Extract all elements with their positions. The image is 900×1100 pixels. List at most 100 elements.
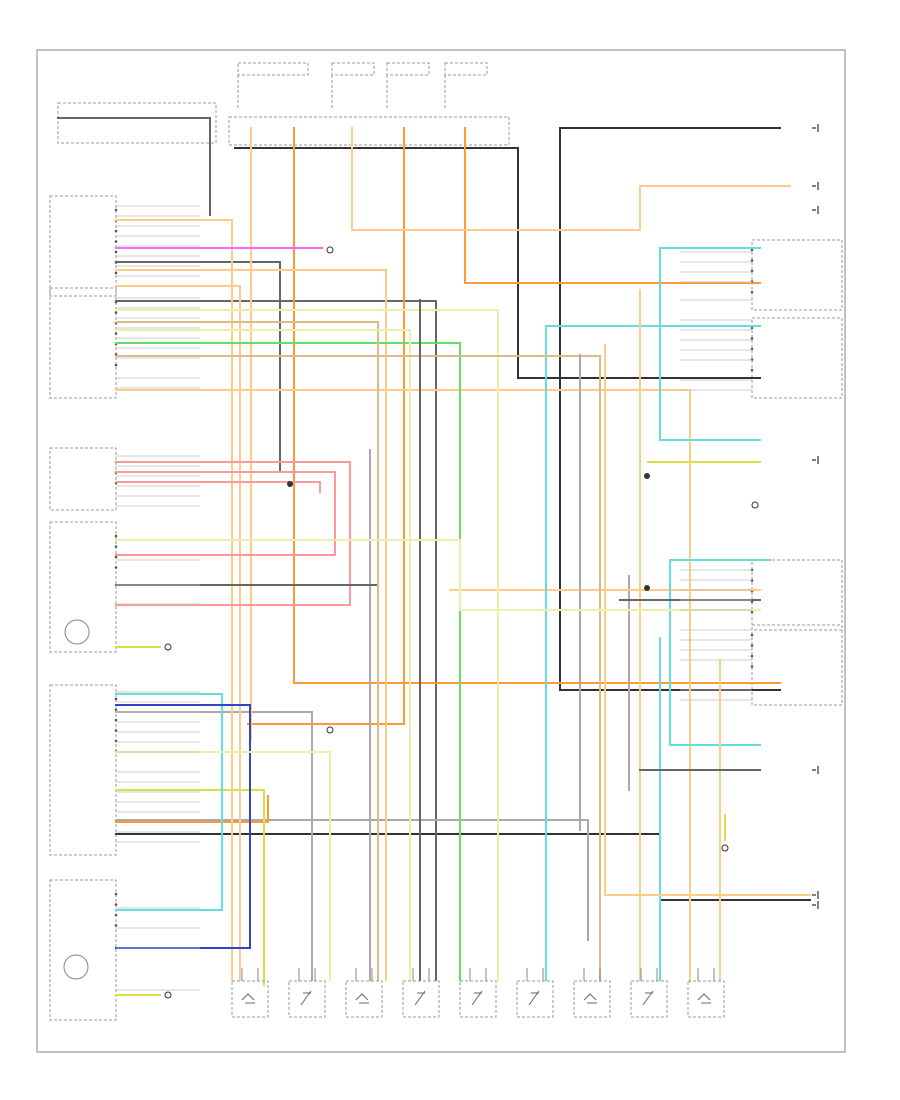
wire-group [57,117,811,996]
connector-terminal-symbol [812,182,819,190]
left-module-pin [114,229,118,233]
wire-orange-4 [115,795,269,823]
left-module-pin [114,697,118,701]
wire-orange-3 [464,127,761,284]
splice-point-symbol [326,726,334,734]
left-module-pin [114,913,118,917]
wire-dark-gray-3 [115,300,437,981]
left-module-left_front_power_seat_switch [49,684,117,856]
wire-pink-1 [115,461,351,606]
right-module-right_rear_lock_module [751,559,843,631]
wire-pink-2 [115,471,336,556]
left-module-pin [114,240,118,243]
right-module-pin [750,665,754,668]
splice-point-symbol [721,844,729,852]
splice-point-symbol [326,246,334,254]
wire-green-1 [115,342,461,981]
window-motor-symbol [528,990,540,1006]
motor-m1 [231,980,269,1018]
wire-cyan-5 [669,559,771,746]
right-module-pin [750,368,754,372]
left-module-pin [114,332,118,335]
right-module-pin [750,290,754,294]
splice-point-symbol [751,501,759,509]
right-module-pin [750,610,754,614]
top-splice-box [228,116,510,146]
motor-m4 [402,980,440,1018]
left-module-pin [114,566,118,569]
left-module-left_front_mirror_switch [49,447,117,511]
connector-terminal-symbol [812,206,819,214]
wire-light-orange-3 [351,127,791,231]
window-motor-symbol [642,990,654,1006]
connector-terminal-symbol [812,901,819,909]
left-module-pin [114,555,118,559]
left-module-pin [114,208,118,212]
motor-m5 [459,980,497,1018]
motor-m9 [687,980,725,1018]
right-module-pin [750,579,754,582]
splice-point-symbol [164,643,172,651]
left-module-pin [114,892,118,896]
left-module-left_front_power_window_switch [49,287,117,399]
window-motor-symbol [63,954,89,980]
wire-orange-2 [247,127,405,725]
wire-blue-1 [115,704,251,949]
fuse-block [237,62,309,76]
connector-terminal-symbol [812,766,819,774]
left-module-pin [114,534,118,538]
connector-terminal-symbol [812,456,819,464]
right-module-pin [750,633,754,637]
left-module-left_door_lock_switch_upper [49,195,117,297]
window-motor-symbol [300,990,312,1006]
right-module-pin [750,337,754,340]
wire-cyan-4 [659,247,761,441]
wire-light-yellow-1 [115,329,411,981]
junction-dot [644,473,650,479]
right-module-right_rear_window_module [751,317,843,399]
right-module-pin [750,326,754,330]
top-left-connector [57,102,217,144]
right-module-pin [750,358,754,361]
left-module-pin [114,271,118,275]
wire-light-orange-4 [115,269,387,981]
motor-group [231,968,725,1018]
wire-light-yellow-4 [115,539,761,611]
right-module-right_rear_module_lower [751,624,843,706]
junction-dot [287,481,293,487]
wire-gray-2 [115,819,589,941]
motor-m3 [345,980,383,1018]
wire-light-yellow-2 [115,309,499,981]
motor-m6 [516,980,554,1018]
connector-terminal-symbol [812,891,819,899]
wire-cyan-1 [115,693,223,911]
left-module-pin [114,363,118,367]
left-module-pin [114,924,118,927]
lock-actuator-symbol [697,993,711,1004]
window-motor-symbol [414,990,426,1006]
right-module-pin [750,644,754,647]
left-module-pin [114,708,118,711]
mirror-motor-symbol [64,619,90,645]
wire-light-orange-1 [115,285,241,981]
lock-actuator-symbol [355,993,369,1004]
left-module-pin [114,250,118,254]
junction-dot [644,585,650,591]
connector-symbol-group [164,124,819,999]
wire-orange-1 [293,127,781,684]
window-motor-symbol [471,990,483,1006]
right-module-group [750,239,843,706]
left-module-pin [114,718,118,722]
motor-m8 [630,980,668,1018]
splice-point-symbol [164,991,172,999]
wire-dark-gray-1 [115,261,281,471]
fuse-block [386,62,430,76]
fuse-block-group [57,62,510,146]
left-module-group [49,195,118,1021]
motor-m7 [573,980,611,1018]
wire-black-bottom [115,833,811,901]
right-module-pin [750,248,754,252]
diagram-frame [36,49,846,1053]
wire-pink-3 [115,481,321,493]
left-module-pin [114,903,118,906]
